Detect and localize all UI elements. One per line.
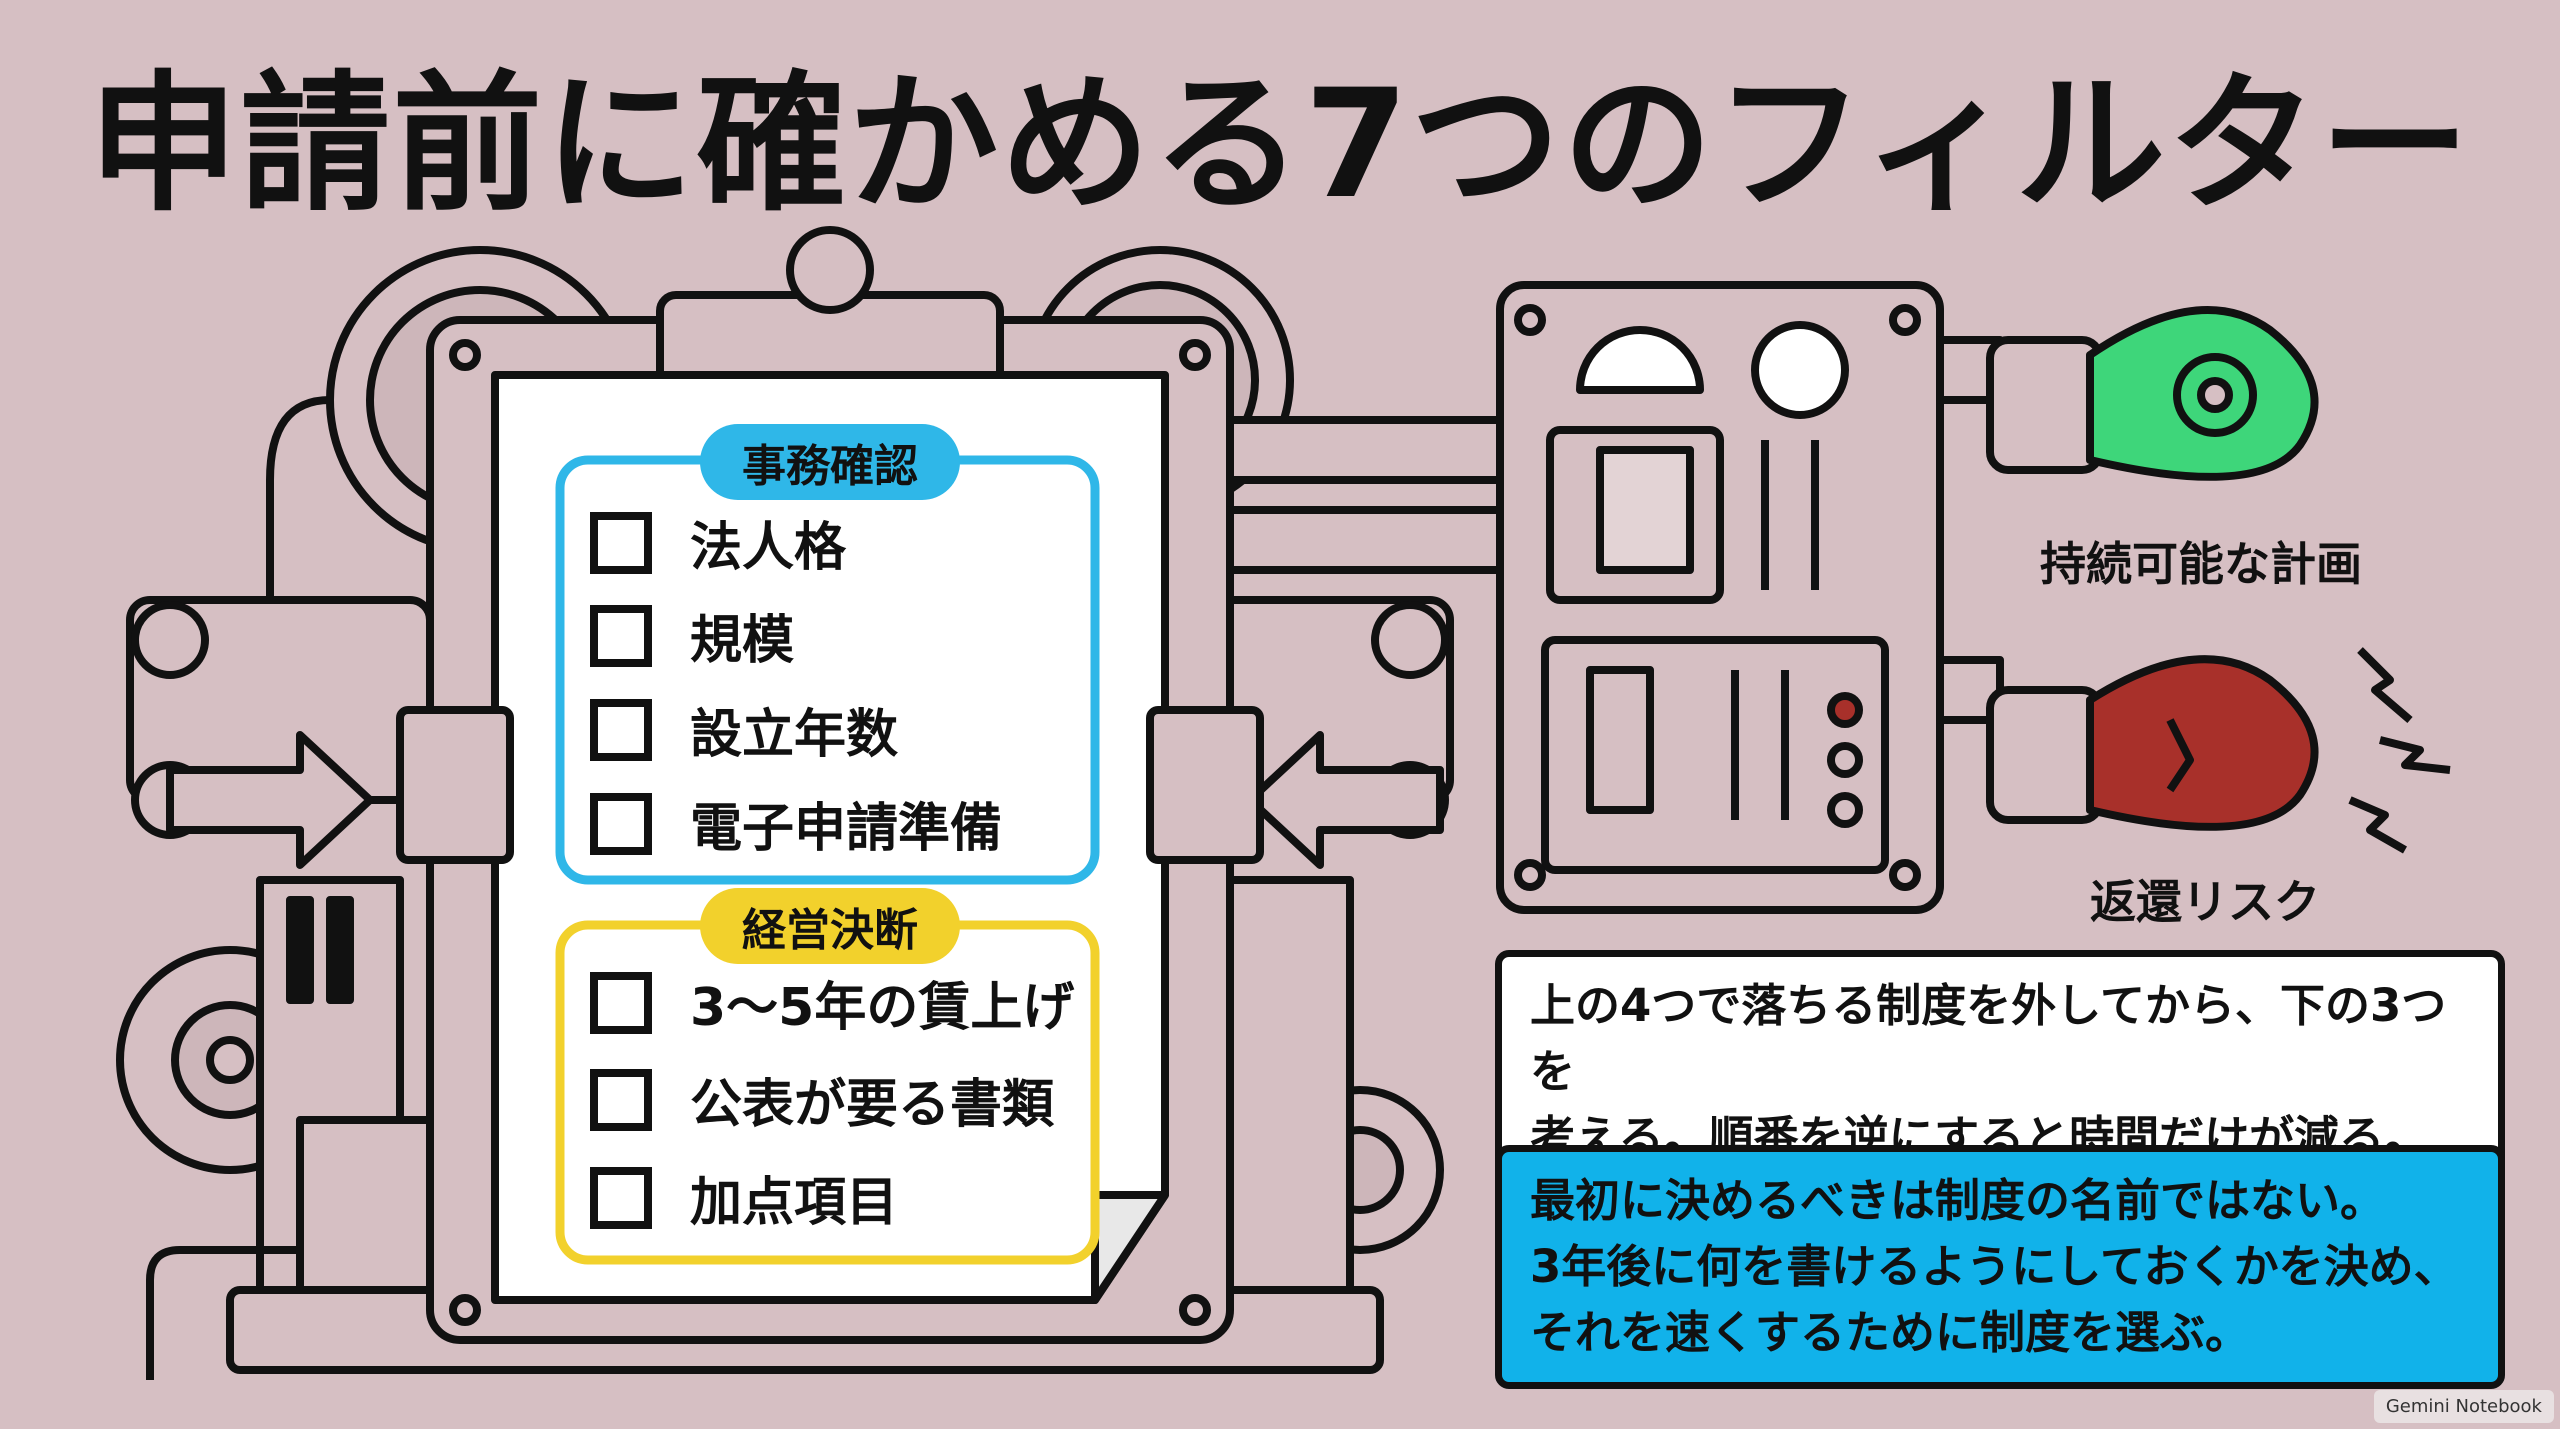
checklist-item[interactable]: 公表が要る書類 — [590, 1062, 1054, 1137]
checklist-item-label: 加点項目 — [690, 1173, 899, 1233]
checklist-item[interactable]: 規模 — [590, 598, 794, 673]
order-note-line: 上の4つで落ちる制度を外してから、下の3つを — [1530, 979, 2447, 1098]
spark-icon — [2348, 796, 2407, 854]
checklist-item-label: 規模 — [690, 611, 795, 671]
watermark-badge: Gemini Notebook — [2373, 1390, 2554, 1423]
checklist-item[interactable]: 法人格 — [590, 505, 846, 580]
lightbulb-icon — [1986, 306, 2319, 481]
checkbox[interactable] — [590, 1068, 652, 1131]
checkbox[interactable] — [590, 698, 652, 761]
checkbox[interactable] — [590, 971, 652, 1034]
page-title: 申請前に確かめる7つのフィルター — [88, 58, 2472, 232]
decision-note: 最初に決めるべきは制度の名前ではない。 3年後に何を書けるようにしておくかを決め… — [1495, 1145, 2505, 1389]
arrow-left-icon — [1246, 731, 1444, 869]
broken-lightbulb-icon — [1986, 655, 2319, 831]
spark-icon — [2379, 736, 2451, 774]
checklist-item-label: 公表が要る書類 — [690, 1075, 1055, 1135]
decision-note-line: それを速くするために制度を選ぶ。 — [1530, 1306, 2251, 1359]
checklist-item-label: 設立年数 — [690, 705, 899, 765]
checklist-item-label: 法人格 — [690, 518, 847, 578]
bad-output-label: 返還リスク — [2090, 875, 2320, 929]
section1-label: 事務確認 — [700, 424, 960, 500]
decision-note-line: 3年後に何を書けるようにしておくかを決め、 — [1530, 1240, 2459, 1293]
checklist-item[interactable]: 電子申請準備 — [590, 786, 1002, 861]
checklist-item[interactable]: 3〜5年の賃上げ — [590, 965, 1074, 1040]
section2-label: 経営決断 — [700, 888, 960, 964]
checklist-item-label: 3〜5年の賃上げ — [690, 978, 1075, 1038]
checkbox[interactable] — [590, 511, 652, 574]
checklist-item-label: 電子申請準備 — [690, 799, 1003, 859]
checkbox[interactable] — [590, 1166, 652, 1229]
checkbox[interactable] — [590, 792, 652, 855]
checkbox[interactable] — [590, 604, 652, 667]
checklist-item[interactable]: 加点項目 — [590, 1160, 898, 1235]
spark-icon — [2357, 647, 2413, 724]
decision-note-line: 最初に決めるべきは制度の名前ではない。 — [1530, 1174, 2386, 1227]
good-output-label: 持続可能な計画 — [2040, 537, 2362, 591]
checklist-item[interactable]: 設立年数 — [590, 692, 898, 767]
dial-icon — [1751, 321, 1849, 419]
gauge-icon — [1576, 326, 1704, 394]
arrow-right-icon — [166, 731, 374, 869]
